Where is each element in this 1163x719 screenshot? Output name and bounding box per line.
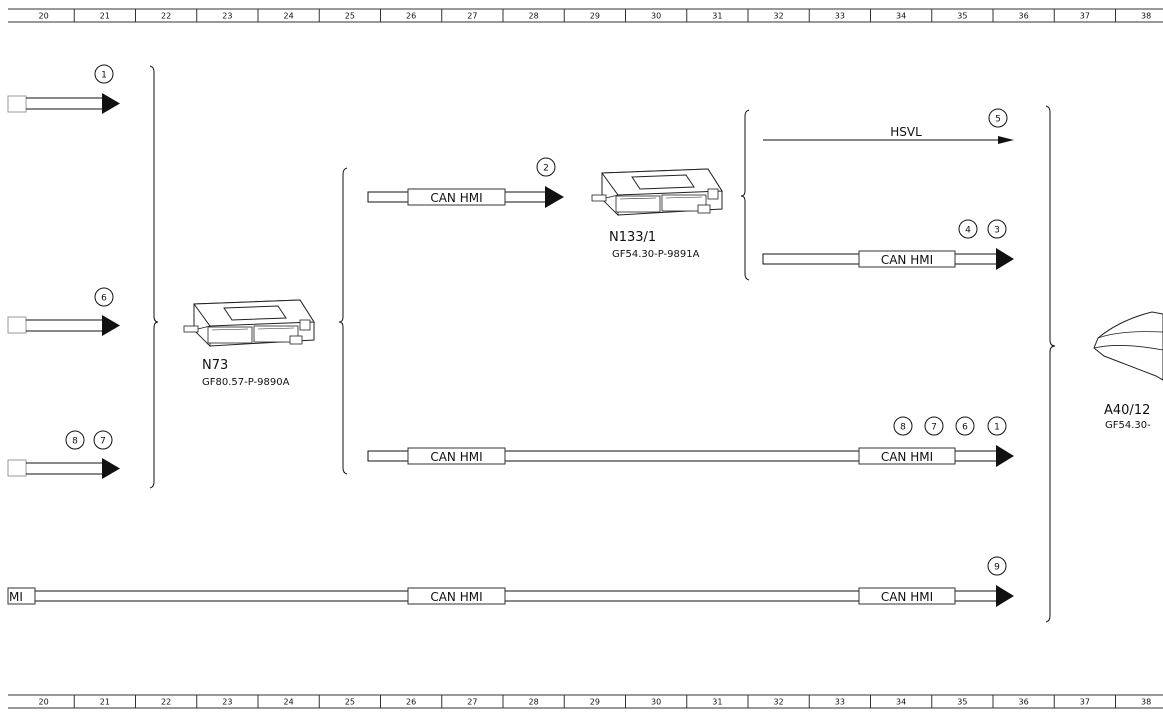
ruler-column-label: 24 xyxy=(284,698,294,707)
left-wire-87 xyxy=(7,458,120,479)
module-n133-1-name: N133/1 xyxy=(609,230,656,245)
brace-n133 xyxy=(740,109,750,281)
brace-middle xyxy=(338,167,348,475)
ruler-column-label: 37 xyxy=(1080,698,1090,707)
ruler-column-label: 32 xyxy=(774,698,784,707)
signal-label-can-hmi: CAN HMI xyxy=(430,191,482,205)
ruler-column-label: 35 xyxy=(957,12,967,21)
ruler-bottom: 20 21 22 23 24 25 26 27 28 29 30 31 32 33 34 35 36 37 38 xyxy=(8,694,1163,709)
left-wire-6 xyxy=(7,315,120,336)
wire-can-hmi-2: CAN HMI xyxy=(367,186,564,208)
ruler-column-label: 30 xyxy=(651,12,661,21)
signal-label-can-hmi: CAN HMI xyxy=(430,590,482,604)
module-n133-1-ref: GF54.30-P-9891A xyxy=(612,249,700,260)
ruler-column-label: 30 xyxy=(651,698,661,707)
brace-left xyxy=(149,65,159,489)
ruler-column-label: 27 xyxy=(467,698,477,707)
signal-label-can-hmi: CAN HMI xyxy=(430,450,482,464)
ref-bubble-6: 6 xyxy=(94,287,114,307)
ref-bubble-8: 8 xyxy=(893,416,913,436)
svg-text:9: 9 xyxy=(994,563,1000,573)
signal-label-can-hmi: CAN HMI xyxy=(881,450,933,464)
wire-can-hmi-43: CAN HMI xyxy=(762,248,1014,270)
ruler-column-label: 20 xyxy=(39,12,49,21)
ref-bubble-1: 1 xyxy=(94,64,114,84)
ref-bubble-6: 6 xyxy=(955,416,975,436)
ruler-column-label: 22 xyxy=(161,12,171,21)
svg-text:6: 6 xyxy=(962,423,968,433)
ref-bubble-7: 7 xyxy=(924,416,944,436)
svg-text:4: 4 xyxy=(965,226,971,236)
svg-text:7: 7 xyxy=(100,437,106,447)
signal-label-can-hmi-cut: MI xyxy=(9,590,23,604)
ruler-column-label: 34 xyxy=(896,12,906,21)
ruler-column-label: 26 xyxy=(406,12,416,21)
module-a40-12-name: A40/12 xyxy=(1104,403,1150,418)
ruler-column-label: 25 xyxy=(345,12,355,21)
signal-label-can-hmi: CAN HMI xyxy=(881,590,933,604)
ruler-top: 20 21 22 23 24 25 26 27 28 29 30 31 32 33 34 35 36 37 38 xyxy=(8,8,1163,23)
module-a40-12[interactable]: A40/12 GF54.30- xyxy=(1093,311,1163,431)
signal-label-can-hmi: CAN HMI xyxy=(881,253,933,267)
ref-bubble-5: 5 xyxy=(988,108,1008,128)
ruler-column-label: 32 xyxy=(774,12,784,21)
ruler-column-label: 38 xyxy=(1141,698,1151,707)
ruler-column-label: 27 xyxy=(467,12,477,21)
svg-text:8: 8 xyxy=(900,423,906,433)
svg-text:5: 5 xyxy=(995,115,1001,125)
brace-right xyxy=(1045,105,1056,623)
ruler-column-label: 22 xyxy=(161,698,171,707)
ruler-column-label: 25 xyxy=(345,698,355,707)
ref-bubble-1: 1 xyxy=(987,416,1007,436)
ref-bubble-2: 2 xyxy=(536,157,556,177)
svg-text:2: 2 xyxy=(543,164,549,174)
ruler-column-label: 37 xyxy=(1080,12,1090,21)
module-n73-ref: GF80.57-P-9890A xyxy=(202,377,290,388)
svg-text:1: 1 xyxy=(994,423,1000,433)
ruler-column-label: 21 xyxy=(100,12,110,21)
module-n73[interactable]: N73 GF80.57-P-9890A xyxy=(183,299,315,388)
signal-label-hsvl: HSVL xyxy=(890,125,922,139)
ruler-column-label: 29 xyxy=(590,12,600,21)
ruler-column-label: 29 xyxy=(590,698,600,707)
ruler-column-label: 26 xyxy=(406,698,416,707)
left-wire-1 xyxy=(7,93,120,114)
ref-bubble-3: 3 xyxy=(987,219,1007,239)
ref-bubble-4: 4 xyxy=(958,219,978,239)
ref-bubble-7: 7 xyxy=(93,430,113,450)
ruler-column-label: 21 xyxy=(100,698,110,707)
svg-text:8: 8 xyxy=(72,437,78,447)
svg-text:6: 6 xyxy=(101,294,107,304)
ruler-column-label: 38 xyxy=(1141,12,1151,21)
wire-hsvl: HSVL xyxy=(763,125,1014,144)
ruler-column-label: 33 xyxy=(835,12,845,21)
svg-text:1: 1 xyxy=(101,71,107,81)
ref-bubble-9: 9 xyxy=(987,556,1007,576)
ruler-column-label: 23 xyxy=(222,12,232,21)
ruler-column-label: 23 xyxy=(222,698,232,707)
module-n133-1[interactable]: N133/1 GF54.30-P-9891A xyxy=(591,168,723,260)
wire-can-hmi-8761: CAN HMI CAN HMI xyxy=(367,445,1014,467)
ruler-column-label: 24 xyxy=(284,12,294,21)
svg-text:7: 7 xyxy=(931,423,937,433)
ref-bubble-8: 8 xyxy=(65,430,85,450)
ruler-column-label: 36 xyxy=(1019,12,1029,21)
ruler-column-label: 35 xyxy=(957,698,967,707)
ruler-column-label: 31 xyxy=(712,12,722,21)
ruler-column-label: 33 xyxy=(835,698,845,707)
ruler-column-label: 34 xyxy=(896,698,906,707)
module-n73-name: N73 xyxy=(202,358,228,373)
ruler-column-label: 28 xyxy=(529,698,539,707)
wire-can-hmi-9: MI CAN HMI CAN HMI xyxy=(7,585,1014,607)
ruler-column-label: 28 xyxy=(529,12,539,21)
ruler-column-label: 36 xyxy=(1019,698,1029,707)
svg-text:3: 3 xyxy=(994,226,1000,236)
ruler-column-label: 20 xyxy=(39,698,49,707)
module-a40-12-ref: GF54.30- xyxy=(1105,420,1151,431)
ruler-column-label: 31 xyxy=(712,698,722,707)
